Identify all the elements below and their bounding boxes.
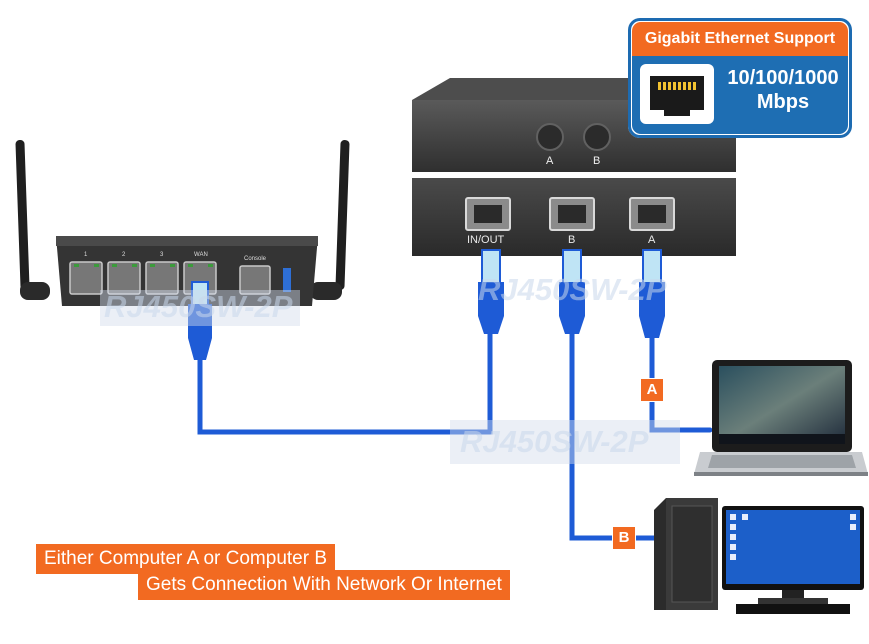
switch-box	[412, 78, 736, 256]
caption-line-2: Gets Connection With Network Or Internet	[138, 570, 510, 600]
router-antenna-left	[15, 140, 30, 290]
router	[15, 140, 350, 360]
cable-switch-a-to-laptop	[649, 332, 713, 433]
switch-port-inout-label: IN/OUT	[467, 234, 505, 246]
computer-b-tag: B	[612, 526, 636, 550]
switch-button-b-label: B	[593, 155, 601, 167]
watermark-bg-1	[100, 290, 300, 326]
router-antenna-right	[335, 140, 350, 290]
router-port-2-label: 2	[122, 252, 126, 258]
badge-title: Gigabit Ethernet Support	[632, 22, 848, 56]
router-port-3-label: 3	[160, 252, 164, 258]
switch-connectors	[478, 249, 665, 338]
badge-speed: 10/100/1000 Mbps	[727, 67, 839, 113]
switch-button-b	[583, 123, 611, 151]
ethernet-port-icon	[640, 64, 714, 124]
switch-port-a-label: A	[648, 234, 656, 246]
switch-button-a-label: A	[546, 155, 554, 167]
router-port-1-label: 1	[84, 252, 88, 258]
gigabit-badge: Gigabit Ethernet Support 10/100/1000 Mbp…	[628, 18, 852, 138]
watermark-1: RJ450SW-2P	[104, 289, 293, 324]
watermark-2: RJ450SW-2P	[478, 272, 667, 307]
badge-body: 10/100/1000 Mbps	[632, 56, 848, 134]
cable-router-to-switch	[197, 327, 493, 435]
switch-button-a	[536, 123, 564, 151]
caption-line-1: Either Computer A or Computer B	[36, 544, 336, 574]
watermark-3: RJ450SW-2P	[460, 424, 649, 459]
router-port-wan-label: WAN	[194, 252, 208, 258]
watermark-bg-3	[450, 420, 680, 464]
laptop	[694, 360, 868, 476]
desktop-pc	[654, 498, 864, 614]
router-console-label: Console	[244, 256, 267, 262]
switch-port-b-label: B	[568, 234, 576, 246]
computer-a-tag: A	[640, 378, 664, 402]
